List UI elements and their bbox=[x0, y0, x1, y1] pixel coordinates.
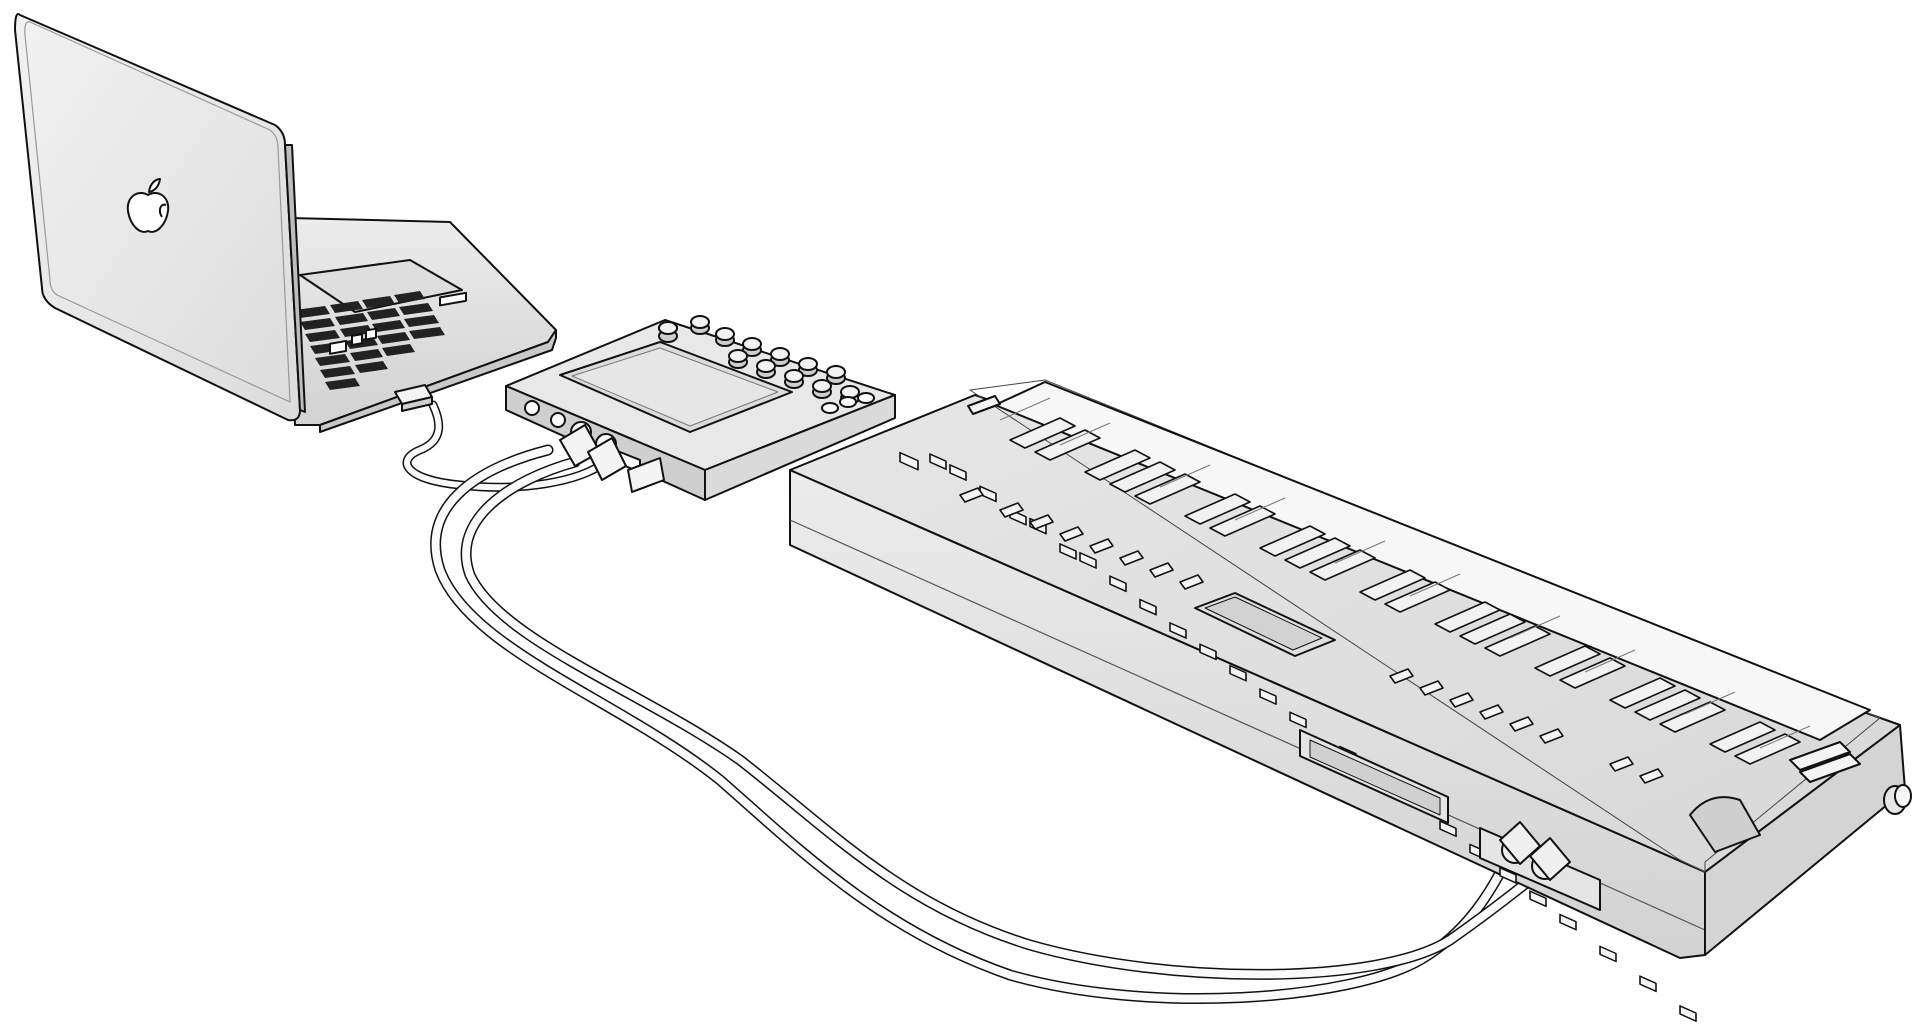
knob-icon bbox=[691, 316, 709, 334]
knob-icon bbox=[827, 366, 845, 384]
knob-icon bbox=[785, 370, 803, 388]
knob-icon bbox=[813, 380, 831, 398]
keyboard-synth bbox=[790, 380, 1911, 1021]
knob-icon bbox=[729, 350, 747, 368]
synth-end-knob bbox=[1884, 785, 1911, 814]
knob-icon bbox=[757, 360, 775, 378]
knob-icon bbox=[659, 322, 677, 342]
knob-icon bbox=[716, 328, 734, 346]
laptop bbox=[15, 14, 556, 432]
